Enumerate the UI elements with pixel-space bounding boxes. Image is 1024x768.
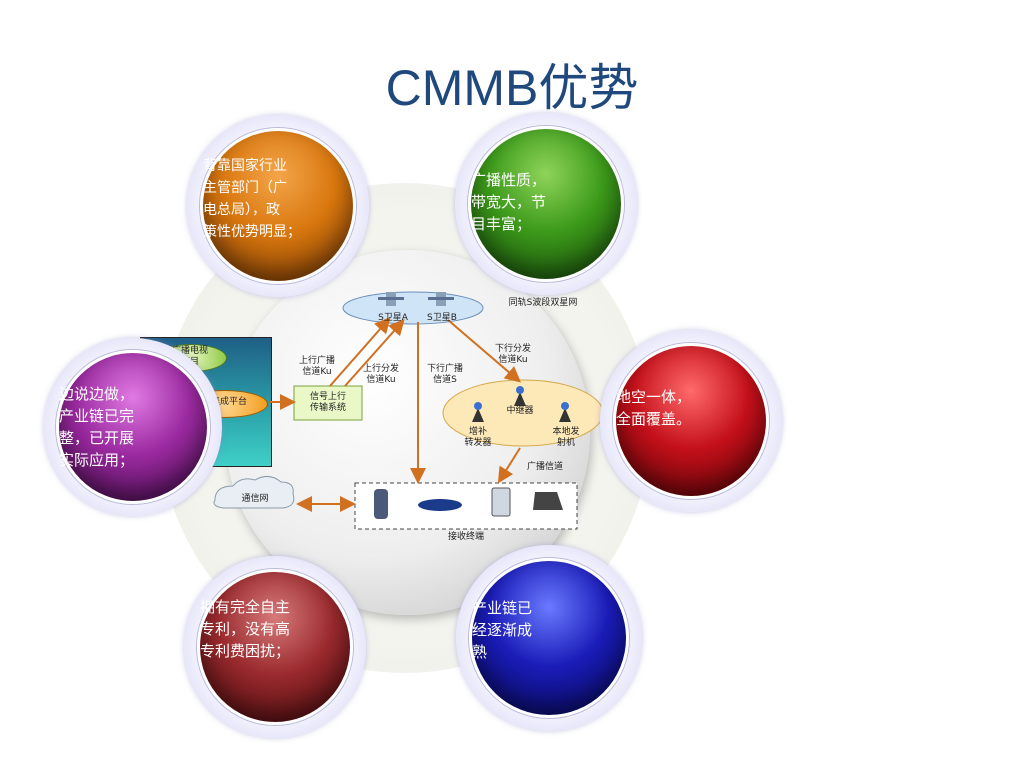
bubble-top-right-text: 广播性质， 带宽大，节 目丰富；	[471, 171, 547, 233]
repeater-tower-icon	[514, 386, 526, 406]
satellite-a-icon	[378, 292, 404, 306]
pda-icon	[491, 487, 511, 517]
integration-platform-label: 集成平台	[210, 397, 247, 407]
uplink-line-2	[344, 319, 405, 387]
bubble-right: 地空一体， 全面覆盖。	[613, 343, 769, 499]
bubble-top-left-text: 背靠国家行业 主管部门（广 电总局），政 策性优势明显；	[203, 158, 301, 240]
repeater-label: 中继器	[506, 406, 534, 416]
phone-icon	[374, 489, 388, 519]
uplink-broadcast-label: 上行广播 信道Ku	[298, 356, 335, 377]
bubble-bottom-left-text: 拥有完全自主 专利，没有高 专利费困扰；	[200, 598, 291, 660]
satellite-b-icon	[428, 292, 454, 306]
uplink-line	[329, 316, 391, 387]
signal-uplink-label: 信号上行 传输系统	[309, 392, 346, 413]
local-transmitter-tower-icon	[559, 402, 571, 422]
broadcast-channel-line	[497, 447, 521, 484]
signal-uplink-box	[293, 385, 363, 421]
comm-cloud	[213, 476, 295, 509]
sat-b-label: S卫星B	[427, 313, 457, 323]
gap-filler-tower-icon	[472, 402, 484, 422]
laptop-icon	[533, 492, 563, 510]
downlink-broadcast-label: 下行广播 信道S	[426, 364, 463, 385]
page-title: CMMB优势	[385, 60, 639, 116]
bubble-left: 边说边做， 产业链已完 整，已开展 实际应用；	[56, 350, 210, 504]
local-transmitter-label: 本地发 射机	[552, 427, 580, 448]
bubble-bottom-right: 产业链已 经逐渐成 熟	[469, 558, 629, 718]
sat-a-label: S卫星A	[378, 313, 408, 323]
bubble-left-text: 边说边做， 产业链已完 整，已开展 实际应用；	[59, 385, 135, 469]
bubble-right-text: 地空一体， 全面覆盖。	[616, 388, 692, 428]
receiving-terminals-label: 接收终端	[447, 532, 484, 542]
dual-sat-net-label: 同轨S波段双星网	[508, 298, 578, 308]
distribution-line	[447, 319, 522, 383]
satellite-ellipse	[342, 291, 484, 325]
bubble-top-right: 广播性质， 带宽大，节 目丰富；	[468, 126, 624, 282]
car-icon	[418, 499, 462, 511]
broadcast-channel-label: 广播信道	[526, 462, 563, 472]
uplink-distribution-label: 上行分发 信道Ku	[362, 364, 399, 385]
comm-network-label: 通信网	[241, 494, 269, 504]
bubble-top-left: 背靠国家行业 主管部门（广 电总局），政 策性优势明显；	[200, 128, 356, 284]
bubble-bottom-right-text: 产业链已 经逐渐成 熟	[472, 599, 533, 661]
gap-filler-label: 增补 转发器	[464, 427, 492, 448]
bubble-bottom-left: 拥有完全自主 专利，没有高 专利费困扰；	[197, 569, 353, 725]
downlink-distribution-label: 下行分发 信道Ku	[494, 344, 531, 365]
